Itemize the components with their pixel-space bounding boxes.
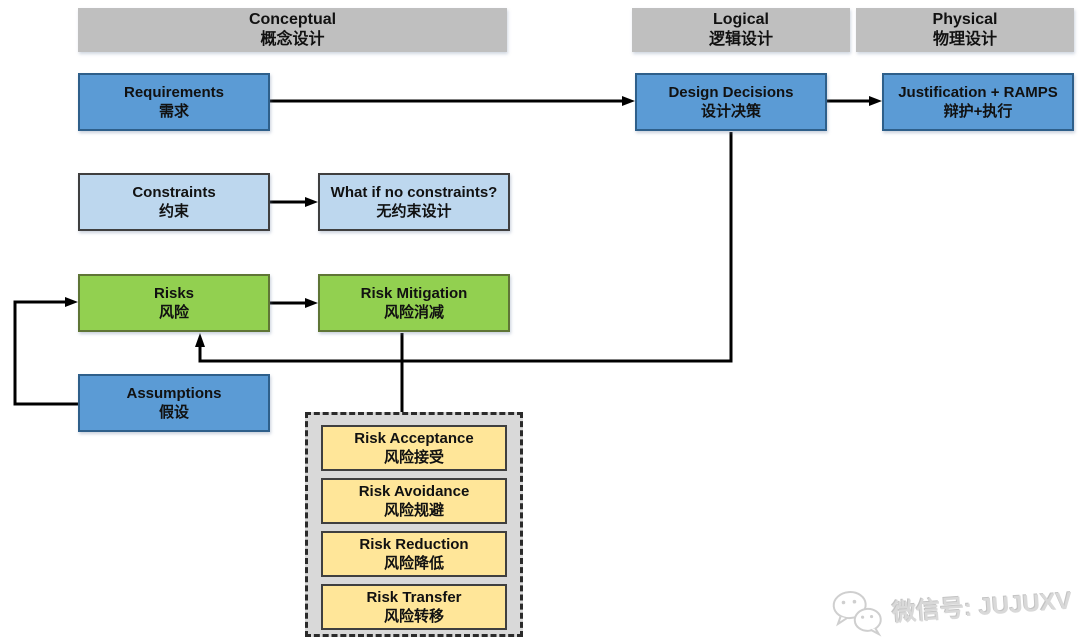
arrowhead-icon [869,96,882,106]
box-risks-zh: 风险 [158,304,189,321]
arrowhead-icon [305,197,318,207]
box-design-decisions-en: Design Decisions [668,84,794,101]
watermark: 微信号: JUJUXV [828,572,1073,641]
header-physical-en: Physical [932,11,998,28]
arrowhead-icon [305,298,318,308]
arrow-design-decisions-to-risks [198,132,733,363]
box-risks-en: Risks [153,285,195,302]
box-requirements-zh: 需求 [158,103,189,120]
box-requirements-en: Requirements [123,84,225,101]
box-design-decisions: Design Decisions 设计决策 [635,73,827,131]
header-physical: Physical 物理设计 [856,8,1074,52]
box-assumptions-zh: 假设 [158,404,189,421]
box-what-if-en: What if no constraints? [330,184,498,201]
box-risk-reduction: Risk Reduction 风险降低 [321,531,507,577]
box-risk-acceptance-en: Risk Acceptance [354,430,474,447]
header-physical-zh: 物理设计 [932,31,997,48]
box-risk-reduction-zh: 风险降低 [383,555,444,572]
box-risk-mitigation-en: Risk Mitigation [360,285,468,302]
arrowhead-icon [65,297,78,307]
header-conceptual-en: Conceptual [248,11,337,28]
header-conceptual-zh: 概念设计 [260,31,325,48]
box-what-if-zh: 无约束设计 [376,203,452,220]
box-risk-transfer: Risk Transfer 风险转移 [321,584,507,630]
box-justification: Justification + RAMPS 辩护+执行 [882,73,1074,131]
arrow-assumptions-to-risks [13,300,78,406]
header-logical: Logical 逻辑设计 [632,8,850,52]
box-risk-mitigation: Risk Mitigation 风险消减 [318,274,510,332]
header-logical-zh: 逻辑设计 [708,31,773,48]
watermark-text: 微信号: JUJUXV [891,587,1073,627]
header-logical-en: Logical [712,11,769,28]
box-risk-reduction-en: Risk Reduction [359,536,469,553]
box-constraints: Constraints 约束 [78,173,270,231]
header-conceptual: Conceptual 概念设计 [78,8,507,52]
box-constraints-zh: 约束 [158,203,189,220]
box-design-decisions-zh: 设计决策 [700,103,761,120]
box-risk-avoidance-zh: 风险规避 [383,502,444,519]
arrowhead-icon [622,96,635,106]
box-what-if: What if no constraints? 无约束设计 [318,173,510,231]
mitigation-options-panel: Risk Acceptance 风险接受 Risk Avoidance 风险规避… [305,412,523,637]
box-risk-mitigation-zh: 风险消减 [383,304,444,321]
box-risk-avoidance: Risk Avoidance 风险规避 [321,478,507,524]
box-constraints-en: Constraints [132,184,216,201]
box-risk-acceptance: Risk Acceptance 风险接受 [321,425,507,471]
wechat-icon [832,591,882,637]
box-requirements: Requirements 需求 [78,73,270,131]
box-risk-avoidance-en: Risk Avoidance [358,483,470,500]
box-risk-transfer-en: Risk Transfer [366,589,462,606]
box-risk-transfer-zh: 风险转移 [383,608,444,625]
box-assumptions-en: Assumptions [126,385,222,402]
box-justification-en: Justification + RAMPS [898,84,1058,101]
box-assumptions: Assumptions 假设 [78,374,270,432]
box-justification-zh: 辩护+执行 [943,103,1013,120]
arrowhead-icon [195,333,205,347]
box-risks: Risks 风险 [78,274,270,332]
box-risk-acceptance-zh: 风险接受 [383,449,444,466]
